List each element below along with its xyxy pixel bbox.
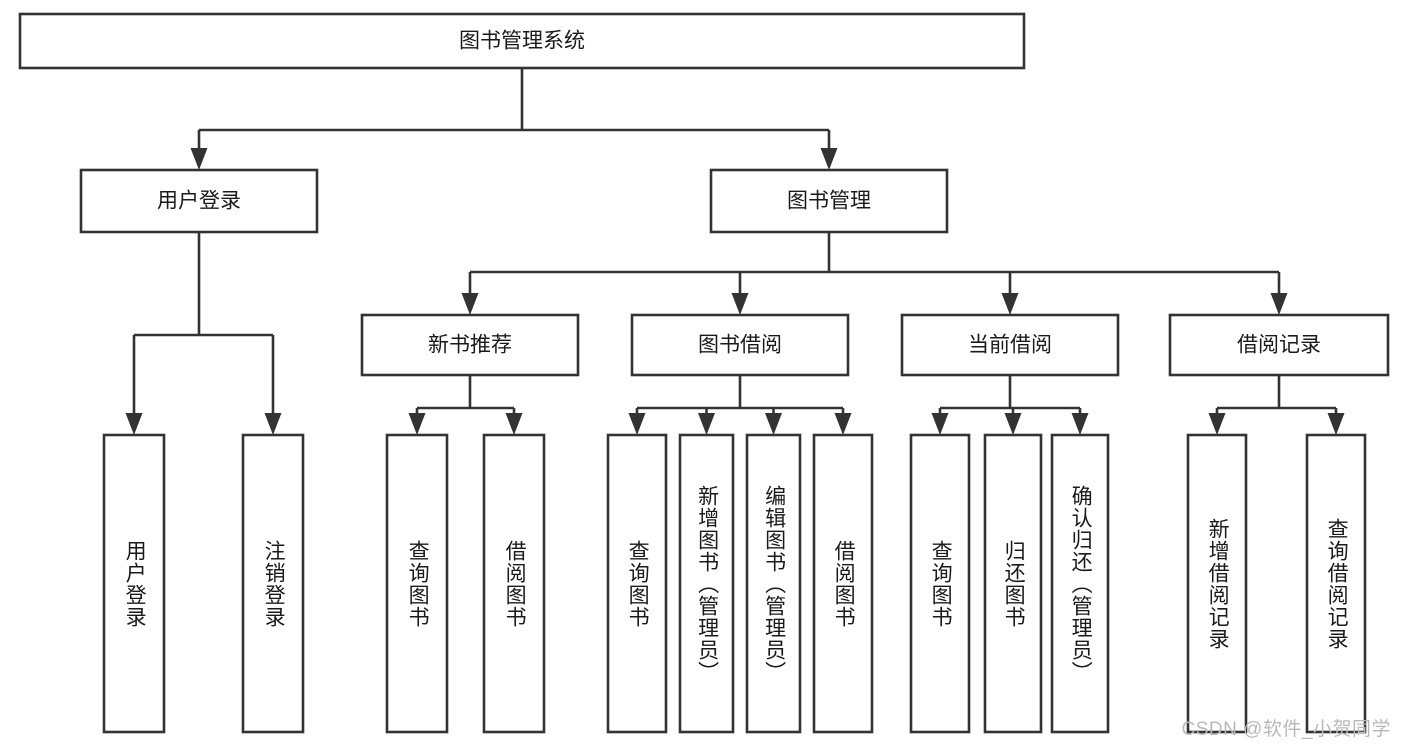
node-label-records: 借阅记录	[1237, 334, 1321, 357]
edge-arrowhead	[1327, 413, 1345, 435]
edge-arrowhead	[505, 413, 523, 435]
node-label-borrow: 图书借阅	[698, 334, 782, 357]
node-current[interactable]: 当前借阅	[900, 313, 1120, 377]
node-leaf-confirm-return[interactable]	[1050, 433, 1110, 734]
edge-group-bookmgmt	[461, 232, 1288, 315]
edge-arrowhead	[190, 148, 208, 170]
edge-group-login	[125, 232, 282, 435]
node-box-newbook[interactable]	[360, 313, 580, 377]
node-box-leaf-add-book[interactable]	[678, 433, 735, 734]
node-box-leaf-query-record[interactable]	[1305, 433, 1367, 734]
node-leaf-query-book-2[interactable]	[606, 433, 668, 734]
edge-arrowhead	[765, 413, 782, 435]
node-label-newbook: 新书推荐	[428, 334, 512, 357]
node-box-current[interactable]	[900, 313, 1120, 377]
edge-arrowhead	[731, 293, 749, 315]
node-leaf-user-login[interactable]	[102, 433, 166, 734]
edge-arrowhead	[1071, 413, 1089, 435]
node-box-root[interactable]	[18, 12, 1026, 70]
node-box-bookmgmt[interactable]	[709, 168, 949, 234]
node-leaf-query-record[interactable]	[1305, 433, 1367, 734]
node-leaf-user-logout[interactable]	[241, 433, 305, 734]
edge-arrowhead	[1208, 413, 1226, 435]
node-records[interactable]: 借阅记录	[1168, 313, 1390, 377]
node-bookmgmt[interactable]: 图书管理	[709, 168, 949, 234]
edge-group-root	[190, 68, 838, 170]
node-leaf-borrow-book-2[interactable]	[812, 433, 874, 734]
edge-arrowhead	[1001, 293, 1019, 315]
node-box-leaf-return-book[interactable]	[983, 433, 1043, 734]
edge-arrowhead	[834, 413, 852, 435]
node-leaf-add-book[interactable]	[678, 433, 735, 734]
node-box-leaf-add-record[interactable]	[1186, 433, 1248, 734]
edge-arrowhead	[461, 293, 479, 315]
node-box-leaf-user-logout[interactable]	[241, 433, 305, 734]
node-leaf-query-book-1[interactable]	[385, 433, 449, 734]
node-newbook[interactable]: 新书推荐	[360, 313, 580, 377]
edges-layer	[125, 68, 1345, 435]
node-box-leaf-borrow-book-1[interactable]	[482, 433, 546, 734]
node-box-leaf-user-login[interactable]	[102, 433, 166, 734]
edge-arrowhead	[125, 413, 143, 435]
node-box-borrow[interactable]	[630, 313, 850, 377]
node-label-bookmgmt: 图书管理	[787, 190, 871, 213]
node-leaf-add-record[interactable]	[1186, 433, 1248, 734]
node-box-leaf-query-book-2[interactable]	[606, 433, 668, 734]
edge-arrowhead	[698, 413, 715, 435]
node-label-root: 图书管理系统	[459, 30, 585, 53]
node-box-leaf-borrow-book-2[interactable]	[812, 433, 874, 734]
node-box-leaf-query-book-1[interactable]	[385, 433, 449, 734]
edge-arrowhead	[628, 413, 646, 435]
node-label-current: 当前借阅	[968, 334, 1052, 357]
node-label-login: 用户登录	[157, 190, 241, 213]
node-box-login[interactable]	[79, 168, 319, 234]
node-leaf-borrow-book-1[interactable]	[482, 433, 546, 734]
node-leaf-query-book-3[interactable]	[909, 433, 971, 734]
node-borrow[interactable]: 图书借阅	[630, 313, 850, 377]
edge-arrowhead	[820, 148, 838, 170]
edge-arrowhead	[408, 413, 426, 435]
node-login[interactable]: 用户登录	[79, 168, 319, 234]
node-root[interactable]: 图书管理系统	[18, 12, 1026, 70]
edge-group-current	[931, 375, 1089, 435]
node-leaf-return-book[interactable]	[983, 433, 1043, 734]
node-box-records[interactable]	[1168, 313, 1390, 377]
edge-arrowhead	[264, 413, 282, 435]
edge-arrowhead	[1270, 293, 1288, 315]
node-box-leaf-confirm-return[interactable]	[1050, 433, 1110, 734]
edge-group-records	[1208, 375, 1345, 435]
node-box-leaf-edit-book[interactable]	[745, 433, 802, 734]
edge-group-newbook	[408, 375, 523, 435]
node-box-leaf-query-book-3[interactable]	[909, 433, 971, 734]
node-leaf-edit-book[interactable]	[745, 433, 802, 734]
edge-arrowhead	[931, 413, 949, 435]
edge-group-borrow	[628, 375, 852, 435]
watermark: CSDN @软件_小贺同学	[1181, 719, 1391, 740]
edge-arrowhead	[1004, 413, 1022, 435]
